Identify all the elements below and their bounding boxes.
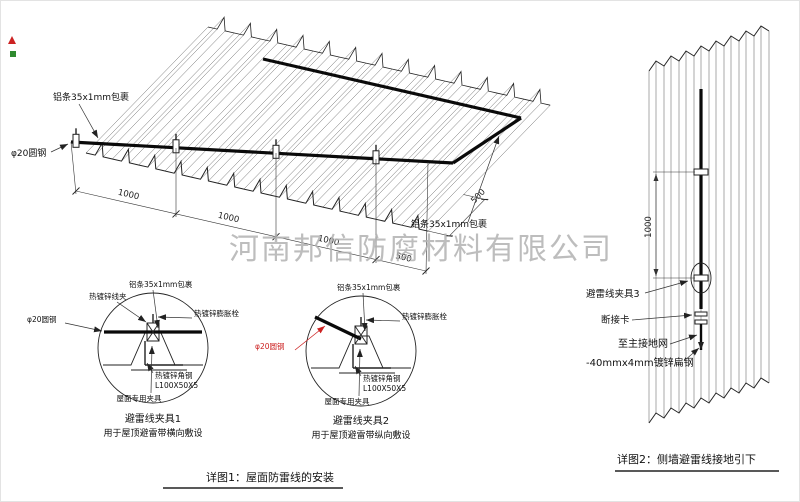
detail-2-circle (305, 295, 417, 407)
label-to-main-ground: 至主接地网 (618, 337, 668, 350)
caption-detail-2: 详图2：侧墙避雷线接地引下 (615, 452, 779, 472)
label-flat-steel: -40mmx4mm镀锌扁钢 (586, 356, 694, 369)
label-clamp3: 避雷线夹具3 (586, 288, 640, 300)
caption-detail-1-text: 详图1：屋面防雷线的安装 (206, 470, 334, 484)
lightning-wire-ridge (262, 57, 522, 120)
dim-1000-2: 1000 (217, 211, 240, 226)
wall-labels: 避雷线夹具3 断接卡 至主接地网 -40mmx4mm镀锌扁钢 (586, 280, 700, 369)
wall-clamp-lower (693, 274, 709, 282)
detail-2-label-angle-steel: 热镀锌角钢 (363, 373, 401, 383)
watermark-text: 河南邦信防腐材料有限公司 (229, 232, 613, 267)
detail-2: 铝条35x1mm包裹 热镀锌膨胀栓 φ20圆钢 热镀锌角钢 L100X50X5 … (255, 282, 447, 441)
detail-2-subtitle: 用于屋顶避雷带纵向敷设 (311, 429, 410, 441)
wall-corrugated-sheet (648, 25, 770, 424)
label-round-steel-main: φ20圆钢 (11, 147, 46, 159)
detail-2-label-round-steel: φ20圆钢 (255, 341, 285, 351)
disconnect-card-bar (694, 311, 708, 317)
dim-1000-1: 1000 (117, 188, 140, 203)
label-disconnect-card: 断接卡 (601, 314, 630, 326)
dim-500-slope: 500 (469, 187, 487, 206)
detail-1-circle (97, 292, 209, 404)
label-alu-strip-right: 铝条35x1mm包裹 (411, 218, 487, 230)
dim-500-1: 500 (394, 251, 412, 264)
wall-down-conductor-group (690, 89, 712, 350)
wall-dim-1000: 1000 (644, 216, 654, 238)
detail-2-roof-profile (311, 335, 411, 369)
detail-1-title: 避雷线夹具1 (125, 412, 181, 425)
detail-1-roof-profile (103, 332, 203, 366)
green-marker-icon (10, 51, 16, 57)
detail-1-label-round-steel: φ20圆钢 (27, 314, 57, 324)
lightning-wire-connector (452, 116, 522, 165)
wall-clamp-upper (693, 168, 709, 176)
detail-2-title: 避雷线夹具2 (333, 414, 389, 427)
detail-1-label-expansion-bolt: 热镀锌膨胀栓 (194, 308, 239, 318)
detail-2-label-alu: 铝条35x1mm包裹 (337, 282, 401, 292)
detail-1-subtitle: 用于屋顶避雷带横向敷设 (103, 427, 202, 439)
detail-2-label-expansion-bolt: 热镀锌膨胀栓 (402, 311, 447, 321)
wall-dimension: 1000 (644, 171, 695, 279)
detail-1-label-angle-spec: L100X50X5 (155, 381, 198, 390)
red-marker-icon (8, 36, 16, 44)
detail-1-label-wire-clamp: 热镀锌线夹 (89, 291, 127, 301)
roof-labels: 铝条35x1mm包裹 φ20圆钢 铝条35x1mm包裹 (11, 91, 500, 230)
detail-1: 铝条35x1mm包裹 热镀锌线夹 热镀锌膨胀栓 φ20圆钢 热镀锌角钢 L100… (27, 279, 239, 439)
detail-1-label-roof-clamp: 屋面专用夹具 (117, 393, 162, 403)
caption-detail-1: 详图1：屋面防雷线的安装 (163, 470, 343, 489)
disconnect-card-bar (694, 319, 708, 325)
detail-1-label-angle-steel: 热镀锌角钢 (155, 370, 193, 380)
dim-1000-3: 1000 (317, 234, 340, 249)
lightning-wire-front (70, 140, 454, 165)
detail-1-label-alu: 铝条35x1mm包裹 (129, 279, 193, 289)
roof-dimension-chain: 1000 1000 1000 500 (70, 141, 430, 275)
detail-2-wire (314, 315, 362, 341)
label-alu-strip-left: 铝条35x1mm包裹 (53, 91, 129, 103)
caption-detail-2-text: 详图2：侧墙避雷线接地引下 (617, 452, 756, 466)
roof-wire-clamp (72, 128, 80, 148)
detail-2-label-angle-spec: L100X50X5 (363, 384, 406, 393)
detail-2-label-roof-clamp: 屋面专用夹具 (325, 396, 370, 406)
roof-lightning-belt (70, 57, 522, 165)
